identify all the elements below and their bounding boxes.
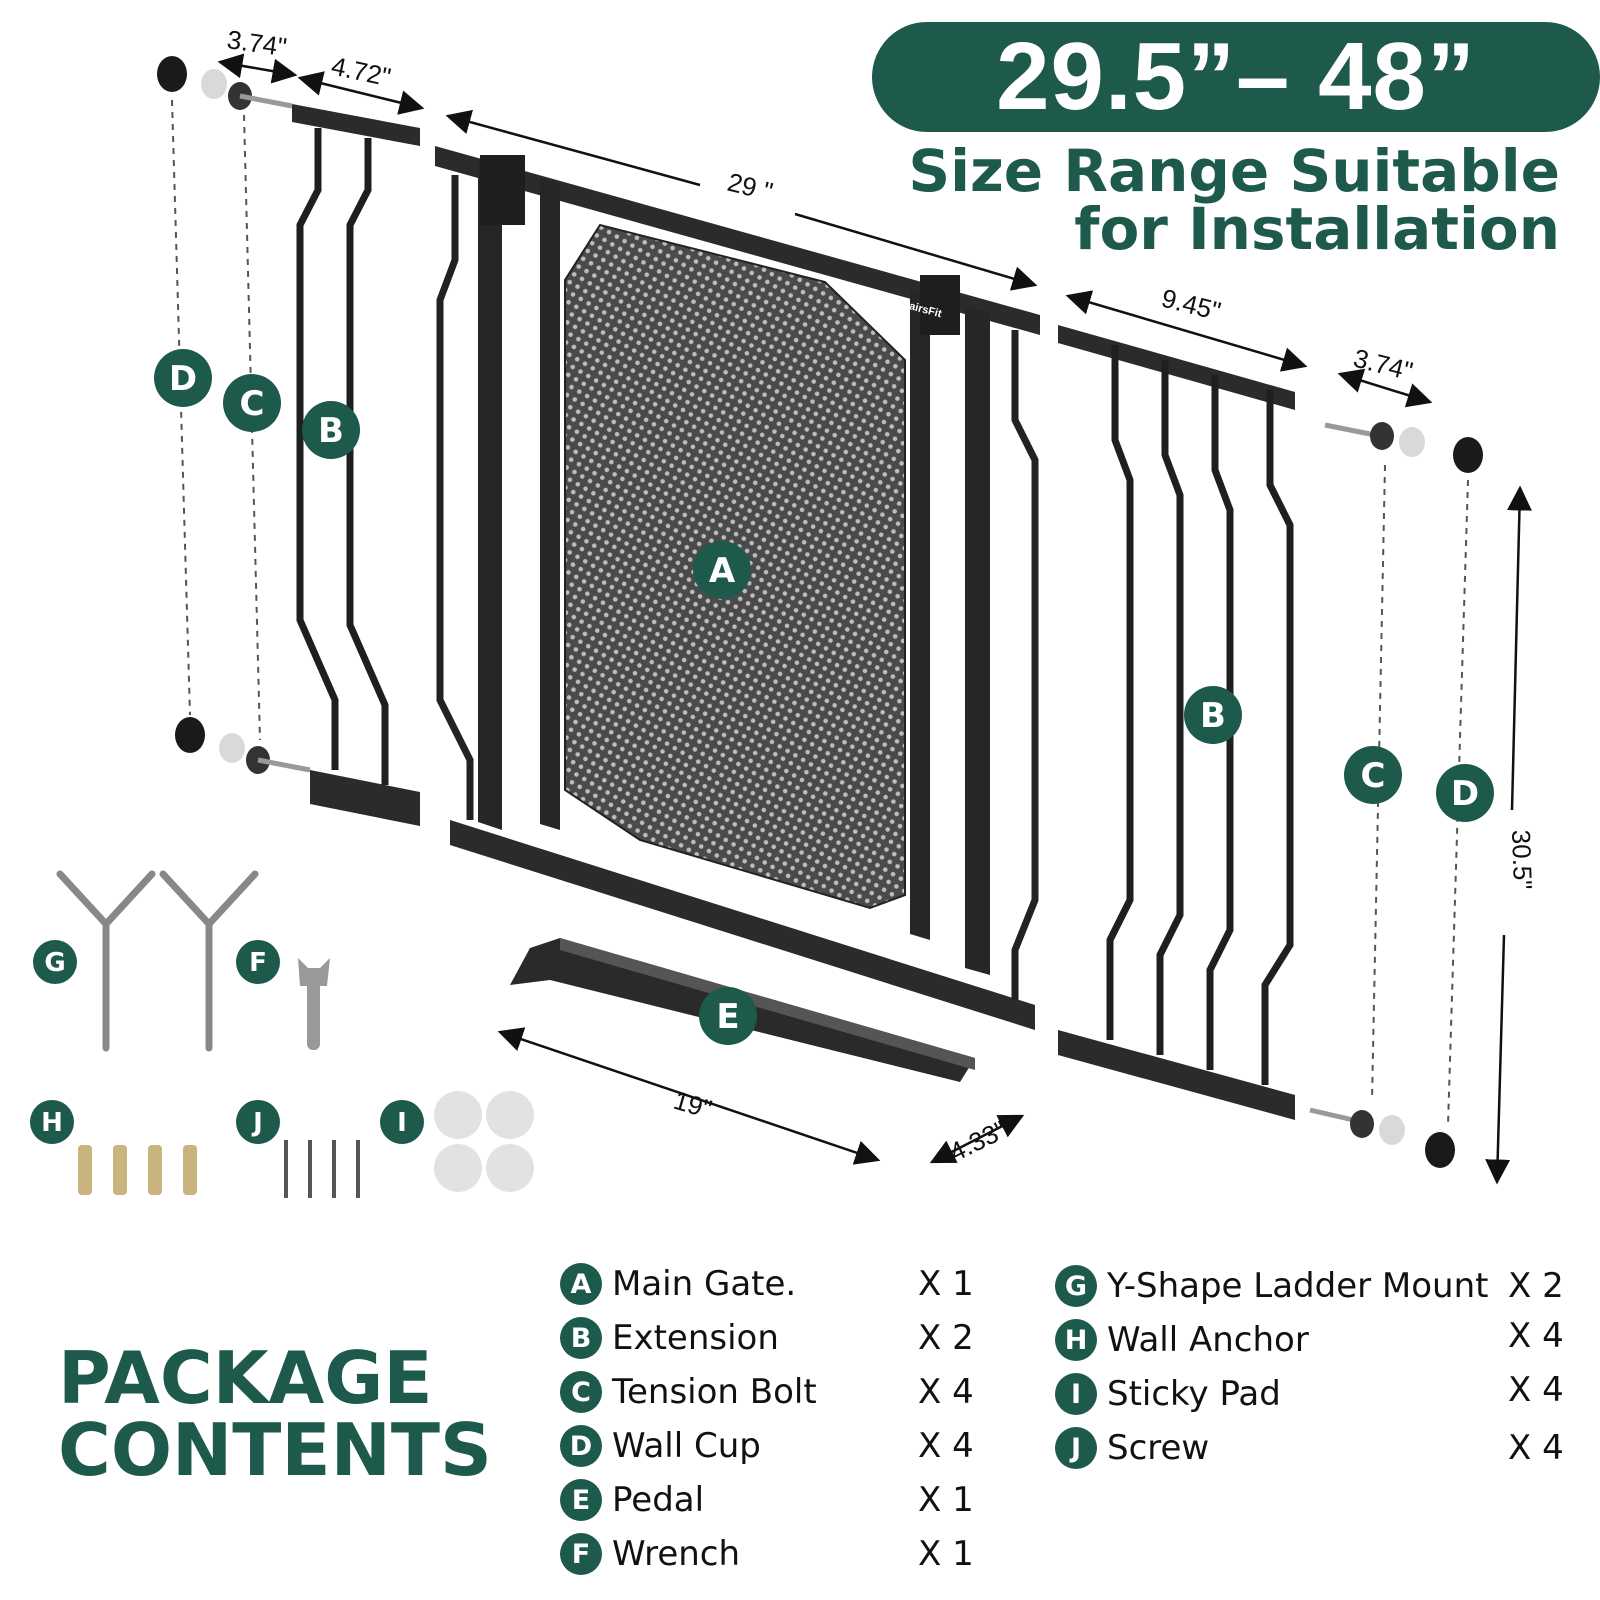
label-d-left: D <box>154 349 212 407</box>
dim-height: 30.5" <box>1506 829 1538 890</box>
item-letter-badge: F <box>560 1533 602 1575</box>
item-qty: X 4 <box>1508 1316 1564 1356</box>
svg-text:C: C <box>1361 756 1386 796</box>
subtitle-line-1: Size Range Suitable <box>908 137 1560 205</box>
svg-text:J: J <box>251 1108 263 1138</box>
package-title-line-1: PACKAGE <box>58 1336 433 1420</box>
label-d-right: D <box>1436 764 1494 822</box>
svg-text:D: D <box>169 359 197 399</box>
item-letter-badge: G <box>1055 1265 1097 1307</box>
sticky-pads <box>434 1091 534 1192</box>
item-name: Y-Shape Ladder Mount <box>1107 1266 1489 1306</box>
label-g: G <box>33 940 77 984</box>
label-c-right: C <box>1344 746 1402 804</box>
extension-right <box>1058 325 1295 1120</box>
item-qty: X 1 <box>918 1480 974 1520</box>
list-item: G Y-Shape Ladder Mount <box>1055 1262 1489 1310</box>
item-qty: X 4 <box>918 1426 974 1466</box>
item-name: Pedal <box>612 1480 705 1520</box>
item-qty: X 4 <box>1508 1370 1564 1410</box>
svg-text:I: I <box>397 1108 407 1138</box>
item-letter-badge: B <box>560 1317 602 1359</box>
item-name: Extension <box>612 1318 779 1358</box>
svg-text:A: A <box>709 551 736 591</box>
wall-anchors <box>78 1145 197 1195</box>
label-h: H <box>30 1100 74 1144</box>
item-letter-badge: I <box>1055 1373 1097 1415</box>
label-c-left: C <box>223 374 281 432</box>
item-name: Sticky Pad <box>1107 1374 1281 1414</box>
dim-right-extension: 9.45" <box>1159 283 1224 327</box>
item-name: Wrench <box>612 1534 741 1574</box>
dim-left-cup: 3.74" <box>225 24 288 62</box>
label-j: J <box>236 1100 280 1144</box>
label-e: E <box>699 987 757 1045</box>
label-b-right: B <box>1184 686 1242 744</box>
svg-text:E: E <box>716 997 739 1037</box>
item-letter-badge: D <box>560 1425 602 1467</box>
wrench <box>298 958 330 1050</box>
size-range-text: 29.5”– 48” <box>996 23 1476 130</box>
list-item: A Main Gate. <box>560 1260 796 1308</box>
label-i: I <box>380 1100 424 1144</box>
subtitle-line-2: for Installation <box>1074 195 1560 263</box>
list-item: C Tension Bolt <box>560 1368 817 1416</box>
item-letter-badge: J <box>1055 1427 1097 1469</box>
item-name: Screw <box>1107 1428 1210 1468</box>
list-item: I Sticky Pad <box>1055 1370 1281 1418</box>
list-item: J Screw <box>1055 1424 1209 1472</box>
svg-text:G: G <box>44 948 65 978</box>
item-qty: X 1 <box>918 1264 974 1304</box>
size-range-banner: 29.5”– 48” <box>872 22 1600 132</box>
item-qty: X 1 <box>918 1534 974 1574</box>
svg-text:F: F <box>249 948 267 978</box>
dim-pedal-depth: 4.33" <box>944 1114 1011 1167</box>
ladder-mounts <box>56 870 259 1052</box>
item-name: Wall Cup <box>612 1426 761 1466</box>
item-letter-badge: E <box>560 1479 602 1521</box>
item-qty: X 2 <box>1508 1266 1564 1306</box>
svg-text:H: H <box>41 1108 63 1138</box>
list-item: B Extension <box>560 1314 779 1362</box>
item-letter-badge: C <box>560 1371 602 1413</box>
item-name: Wall Anchor <box>1107 1320 1309 1360</box>
label-f: F <box>236 940 280 984</box>
item-name: Main Gate. <box>612 1264 797 1304</box>
label-b-left: B <box>302 401 360 459</box>
item-qty: X 4 <box>918 1372 974 1412</box>
list-item: E Pedal <box>560 1476 704 1524</box>
item-letter-badge: H <box>1055 1319 1097 1361</box>
dim-left-extension: 4.72" <box>329 51 394 93</box>
item-qty: X 2 <box>918 1318 974 1358</box>
screws <box>284 1140 360 1198</box>
list-item: F Wrench <box>560 1530 740 1578</box>
svg-text:D: D <box>1451 774 1479 814</box>
label-a: A <box>693 541 751 599</box>
dim-gate-width: 29 " <box>725 167 776 207</box>
item-qty: X 4 <box>1508 1428 1564 1468</box>
main-gate <box>435 146 1040 1030</box>
dimension-lines <box>217 53 1532 1185</box>
dim-pedal-length: 19" <box>670 1085 715 1124</box>
svg-text:B: B <box>318 411 344 451</box>
item-letter-badge: A <box>560 1263 602 1305</box>
list-item: D Wall Cup <box>560 1422 761 1470</box>
list-item: H Wall Anchor <box>1055 1316 1309 1364</box>
extension-left <box>292 104 420 826</box>
svg-text:C: C <box>240 384 265 424</box>
svg-text:B: B <box>1200 696 1226 736</box>
package-title-line-2: CONTENTS <box>58 1408 492 1492</box>
item-name: Tension Bolt <box>612 1372 817 1412</box>
